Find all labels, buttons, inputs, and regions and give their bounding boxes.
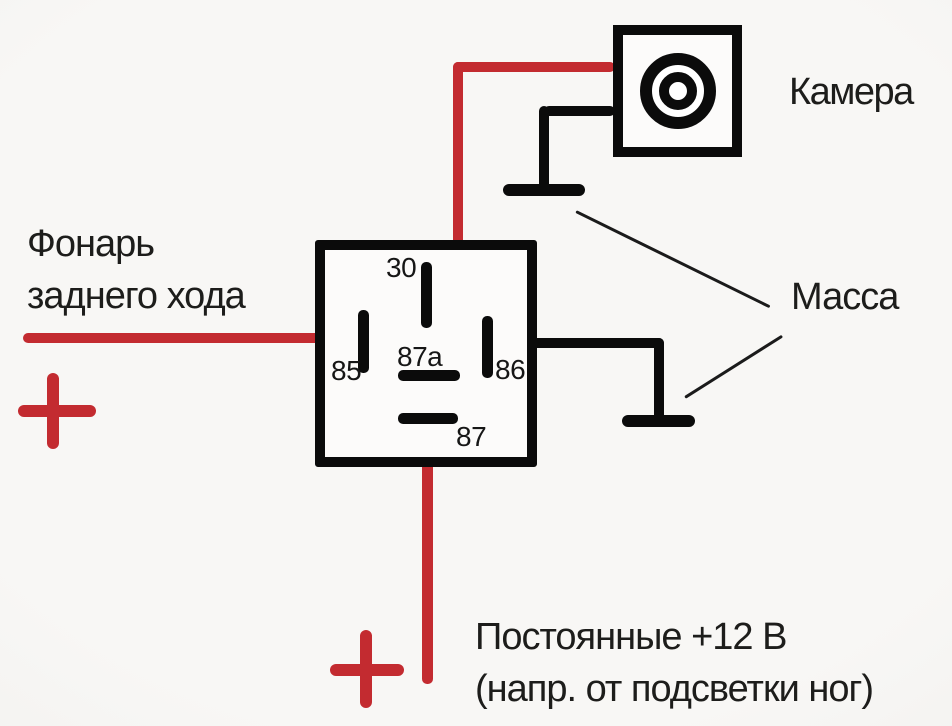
reverse-light-label-line1: Фонарь <box>27 223 155 265</box>
ground-symbol-relay <box>622 415 695 427</box>
relay-pin-label-30: 30 <box>386 252 417 283</box>
camera-lens-inner-ring-icon <box>658 72 697 110</box>
power-12v-wire <box>422 418 433 684</box>
power-label-line2: (напр. от подсветки ног) <box>475 668 874 710</box>
camera-lens-outer-ring-icon <box>639 53 716 129</box>
relay-ground-vertical-segment <box>654 338 664 421</box>
camera-label: Камера <box>789 71 914 113</box>
plus-horizontal-bar <box>330 664 404 676</box>
reverse-light-label: Фонарь заднего хода <box>27 218 246 322</box>
relay-pin-label-86: 86 <box>495 354 526 385</box>
relay-ground-horizontal-segment <box>493 338 664 348</box>
camera-ground-horizontal-segment <box>544 106 615 116</box>
relay-pin-label-87: 87 <box>456 421 487 452</box>
camera-wire-vertical-segment <box>453 62 463 290</box>
relay-pin-85 <box>358 310 369 373</box>
camera-icon <box>613 25 742 157</box>
relay-pin-30 <box>421 262 432 328</box>
relay-pin-label-85: 85 <box>331 355 362 386</box>
relay-pin-label-87a: 87a <box>397 341 443 372</box>
relay-box <box>315 240 537 467</box>
camera-wire-top-segment <box>453 62 615 72</box>
relay-pin-87a <box>398 370 460 381</box>
power-label: Постоянные +12 В (напр. от подсветки ног… <box>475 611 874 715</box>
reverse-light-wire <box>23 333 364 343</box>
reverse-light-label-line2: заднего хода <box>27 275 246 317</box>
ground-label: Масса <box>791 276 899 318</box>
camera-ground-vertical-segment <box>539 106 549 191</box>
plus-horizontal-bar <box>18 405 96 417</box>
relay-pin-87 <box>398 413 458 424</box>
ground-symbol-camera <box>503 184 585 196</box>
ground-pointer-line-relay <box>684 334 784 399</box>
power-label-line1: Постоянные +12 В <box>475 616 787 658</box>
ground-pointer-line-camera <box>575 210 771 309</box>
relay-pin-86 <box>482 316 493 378</box>
